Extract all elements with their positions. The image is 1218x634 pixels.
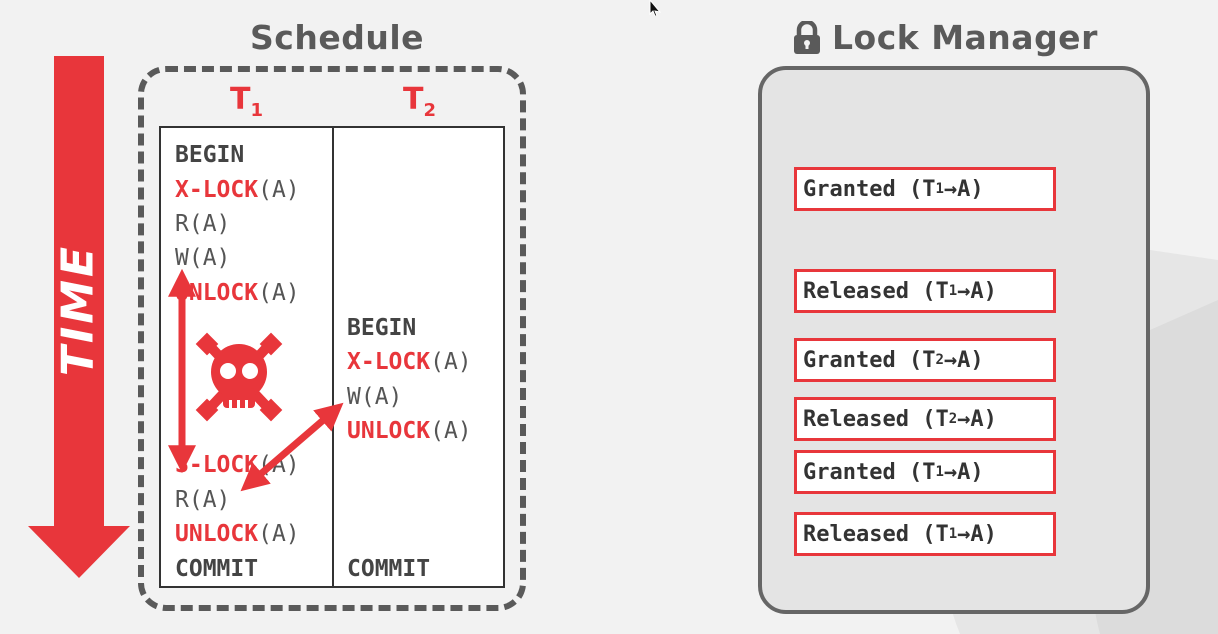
t1-op-begin: BEGIN [175,142,245,168]
t2-op-begin: BEGIN [347,315,417,341]
t1-op-read: R(A) [175,211,231,237]
t2-op-xlock: X-LOCK(A) [347,349,472,375]
lock-manager-title-text: Lock Manager [832,18,1098,57]
schedule-title: Schedule [250,18,425,57]
t1-op-unlock-1: UNLOCK(A) [175,280,300,306]
lock-icon [794,20,820,54]
t2-op-commit: COMMIT [347,556,431,582]
t2-op-unlock: UNLOCK(A) [347,418,472,444]
t1-op-read-2: R(A) [175,487,231,513]
t2-op-write: W(A) [347,384,403,410]
lock-manager-title: Lock Manager [792,18,1098,57]
time-label: TIME [52,243,104,377]
schedule-border [138,66,526,611]
column-divider [332,128,334,586]
time-arrow [28,56,130,578]
t2-header: T2 [403,82,436,121]
t1-op-xlock: X-LOCK(A) [175,177,300,203]
t1-op-commit: COMMIT [175,556,259,582]
t1-op-slock: S-LOCK(A) [175,452,300,478]
t1-header: T1 [230,82,263,121]
t1-op-unlock-2: UNLOCK(A) [175,521,300,547]
cursor-icon [649,0,662,16]
schedule-table: BEGIN X-LOCK(A) R(A) W(A) UNLOCK(A) S-LO… [159,126,505,588]
t1-op-write: W(A) [175,245,231,271]
